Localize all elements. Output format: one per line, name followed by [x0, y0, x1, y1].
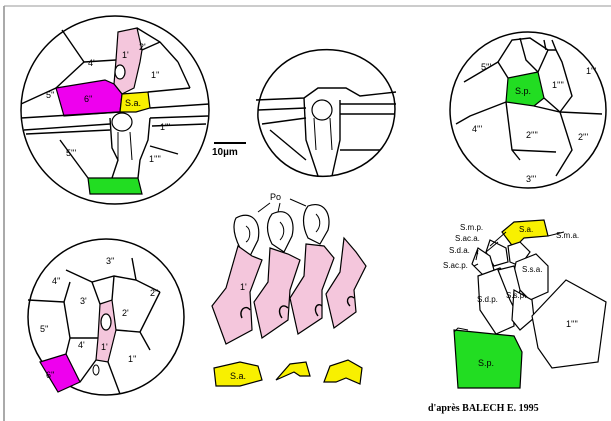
scale-bar: 10µm — [212, 143, 246, 158]
apical-view: 3'' 4'' 3' 2'' 5'' 2' 4' 1' 6'' 1'' — [28, 239, 184, 395]
label-4prime: 4' — [88, 58, 95, 68]
label-sp-sulcal: S.p. — [478, 358, 494, 368]
label-1pppp-ant: 1'''' — [552, 80, 564, 90]
label-1prime-apical: 1' — [101, 342, 108, 352]
sulcal-view: S.m.p. S.ac.a. S.a. S.m.a. S.d.a. S.ac.p… — [443, 220, 606, 388]
plate-1prime-d4 — [326, 238, 366, 328]
svg-text:10µm: 10µm — [212, 147, 238, 158]
label-1pppp-sulcal: 1'''' — [566, 319, 578, 329]
label-sda: S.d.a. — [449, 246, 470, 255]
label-5pp-apical: 5'' — [40, 324, 49, 334]
label-1prime-detail: 1' — [240, 282, 247, 292]
plate-1prime-d3 — [290, 244, 334, 334]
label-2pppp-ant: 2'''' — [526, 130, 538, 140]
label-smp: S.m.p. — [460, 223, 483, 232]
dorsal-view — [256, 50, 396, 177]
label-sp-ant: S.p. — [515, 86, 531, 96]
ventral-view: 4' 1' 2' 1'' 5'' 6'' S.a. 1''' 5''' 1'''… — [21, 16, 209, 204]
label-sacp: S.ac.p. — [443, 261, 468, 270]
label-sdp: S.d.p. — [477, 295, 498, 304]
label-sma: S.m.a. — [556, 231, 579, 240]
label-po: Po — [270, 192, 281, 202]
label-5pp: 5'' — [46, 90, 55, 100]
label-2prime-apical: 2' — [122, 308, 129, 318]
plate-1prime-d1 — [212, 246, 262, 344]
label-sa-detail: S.a. — [230, 371, 246, 381]
label-sa: S.a. — [125, 98, 141, 108]
label-6pp-apical: 6'' — [46, 370, 55, 380]
plate-sp-ventral — [88, 178, 142, 194]
label-saca: S.ac.a. — [455, 234, 480, 243]
plate-sa-d3 — [324, 360, 362, 384]
label-ssp: S.s.p. — [506, 291, 526, 300]
plate-sa-d2 — [276, 362, 310, 380]
label-6pp: 6'' — [84, 94, 93, 104]
credit-text: d'après BALECH E. 1995 — [428, 403, 539, 414]
label-2prime: 2' — [139, 42, 146, 52]
label-1prime: 1' — [122, 50, 129, 60]
label-1ppp-ant: 1''' — [586, 66, 596, 76]
label-1ppp: 1''' — [160, 122, 170, 132]
label-1pp-apical: 1'' — [128, 354, 137, 364]
label-1pppp: 1'''' — [149, 154, 161, 164]
label-4pp-apical: 4'' — [52, 276, 61, 286]
label-5ppp-ant: 5''' — [481, 62, 491, 72]
label-3ppp-ant: 3''' — [526, 174, 536, 184]
label-2pp-apical: 2'' — [150, 288, 159, 298]
label-3prime-apical: 3' — [80, 296, 87, 306]
label-1pp: 1'' — [151, 70, 160, 80]
detail-po-view: Po 1' S.a. — [212, 192, 366, 386]
label-ssa: S.s.a. — [522, 265, 542, 274]
antapical-view: 5''' S.p. 1'''' 1''' 4''' 2'''' 2''' 3''… — [450, 32, 606, 188]
label-3pp-apical: 3'' — [106, 256, 115, 266]
label-5ppp: 5''' — [66, 148, 76, 158]
label-4prime-apical: 4' — [78, 340, 85, 350]
label-4ppp-ant: 4''' — [472, 124, 482, 134]
label-sa-sulcal: S.a. — [519, 225, 533, 234]
label-2ppp-ant: 2''' — [578, 132, 588, 142]
